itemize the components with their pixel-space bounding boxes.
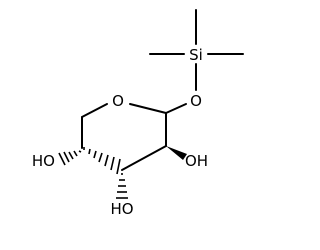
hashed-bond-c3-oh (116, 173, 128, 199)
trimethylsilyl-bonds (149, 9, 244, 91)
bond-o-c1 (165, 103, 187, 114)
atom-ring-oxygen: O (112, 92, 124, 110)
hashed-bond-c4-oh (58, 150, 82, 166)
atom-silicon: Si (189, 46, 203, 64)
atom-ether-oxygen: O (190, 92, 202, 110)
wedge-bond-c2-oh (166, 146, 187, 160)
ring-bonds (81, 103, 187, 171)
atom-hydroxyl-right: OH (185, 152, 208, 170)
bond-ring-o-c5 (81, 103, 108, 118)
atom-hydroxyl-left: HO (32, 152, 55, 170)
hashed-bond-c4-c3 (83, 147, 121, 175)
bond-c3-c2 (121, 145, 167, 171)
atom-hydroxyl-bottom: HO (110, 200, 133, 218)
structure-diagram: Si O O HO OH HO (32, 9, 244, 218)
bond-c1-ring-o (129, 103, 167, 114)
